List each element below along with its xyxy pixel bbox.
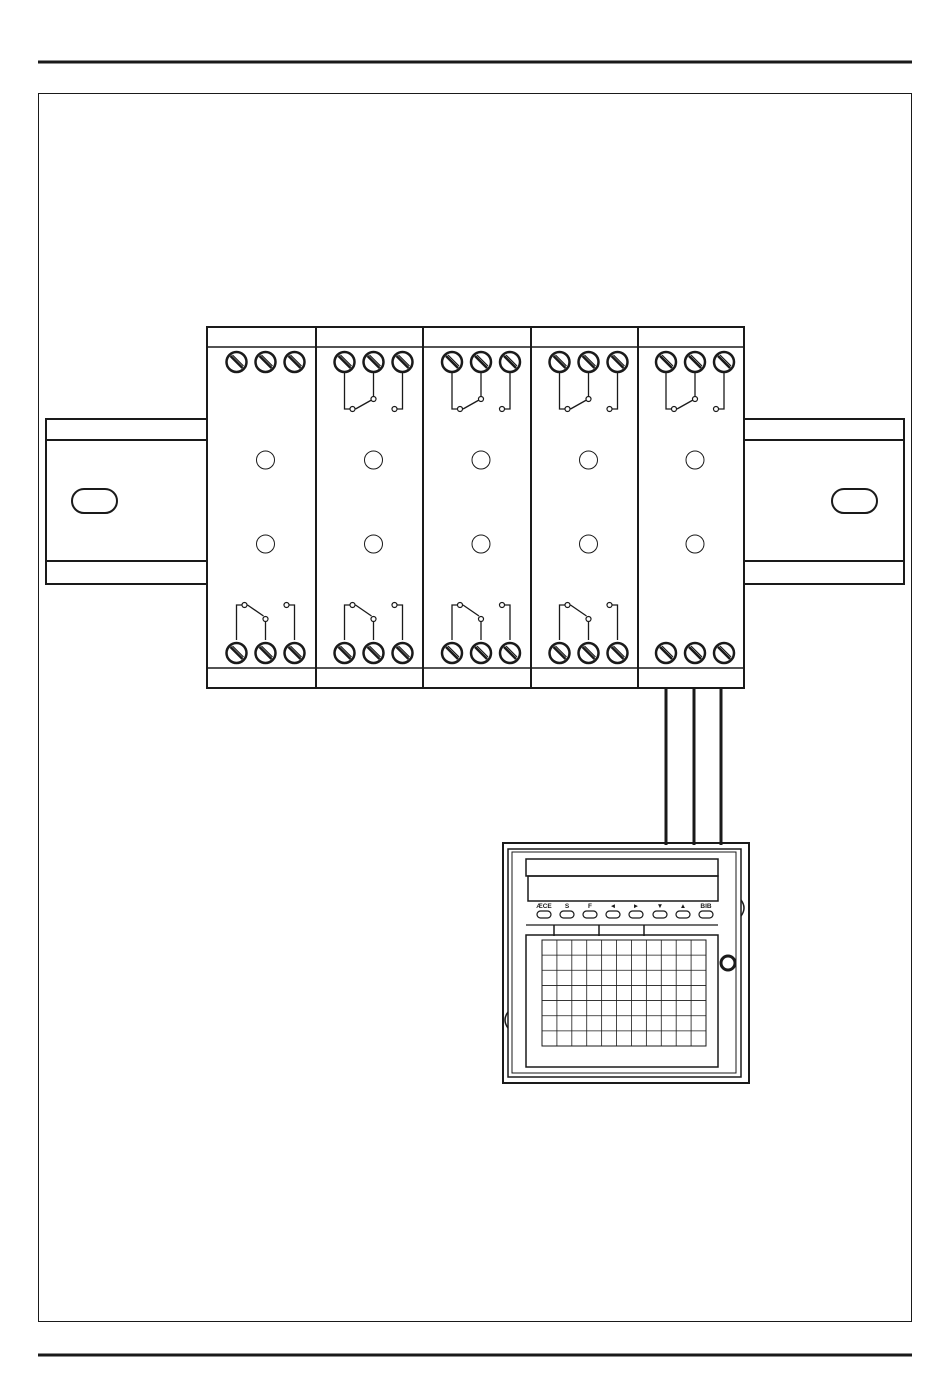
screw-terminal-icon[interactable] [714,352,734,372]
screw-terminal-icon[interactable] [579,643,599,663]
key-label: ► [633,903,639,910]
status-led-icon [686,451,704,469]
key-button[interactable] [629,911,643,918]
status-led-icon [257,451,275,469]
key-label: ÆCE [536,903,552,910]
keypad: ÆCE S F ◄ ► ▼ ▲ BIB [526,903,718,936]
keypad-key[interactable]: S [560,903,574,918]
screw-terminal-icon[interactable] [393,643,413,663]
relay-module-1 [207,327,316,688]
key-button[interactable] [560,911,574,918]
screw-terminal-icon[interactable] [393,352,413,372]
screw-terminal-icon[interactable] [256,643,276,663]
screw-terminal-icon[interactable] [579,352,599,372]
screw-terminal-icon[interactable] [364,643,384,663]
key-button[interactable] [583,911,597,918]
screw-terminal-icon[interactable] [714,643,734,663]
relay-module-4 [531,327,638,688]
status-led-icon [365,451,383,469]
screw-terminal-icon[interactable] [442,352,462,372]
display-top-band [526,859,718,876]
relay-module-2 [316,327,423,688]
screw-terminal-icon[interactable] [227,352,247,372]
screw-terminal-icon[interactable] [335,352,355,372]
mounting-slot-left [72,489,117,513]
key-label: S [565,903,570,910]
screw-terminal-icon[interactable] [656,643,676,663]
relay-module-3 [423,327,531,688]
relay-module-row [207,327,744,688]
key-label: BIB [700,903,712,910]
keypad-key[interactable]: ÆCE [536,903,552,918]
screw-terminal-icon[interactable] [550,643,570,663]
screw-terminal-icon[interactable] [364,352,384,372]
status-led-icon [365,535,383,553]
screw-terminal-icon[interactable] [285,352,305,372]
din-rail-right [744,419,904,584]
key-button[interactable] [653,911,667,918]
key-label: ▲ [680,903,686,910]
display-window [528,876,718,901]
control-cable [666,688,721,845]
figure-frame [39,94,912,1322]
screw-terminal-icon[interactable] [550,352,570,372]
status-led-icon [580,451,598,469]
screw-terminal-icon[interactable] [256,352,276,372]
screw-terminal-icon[interactable] [608,643,628,663]
keypad-key[interactable]: BIB [699,903,713,918]
key-button[interactable] [606,911,620,918]
key-label: ▼ [657,903,663,910]
keypad-key[interactable]: ◄ [606,903,620,918]
relay-module-5 [638,327,744,688]
screw-terminal-icon[interactable] [500,643,520,663]
screw-terminal-icon[interactable] [685,643,705,663]
key-button[interactable] [699,911,713,918]
key-label: F [588,903,592,910]
screw-terminal-icon[interactable] [442,643,462,663]
key-button[interactable] [537,911,551,918]
screw-terminal-icon[interactable] [471,352,491,372]
keypad-key[interactable]: ▼ [653,903,667,918]
screw-terminal-icon[interactable] [471,643,491,663]
status-led-icon [472,451,490,469]
status-led-icon [686,535,704,553]
screw-terminal-icon[interactable] [285,643,305,663]
controller-bezel-inner [512,852,736,1073]
controller-housing [503,843,749,1083]
key-label: ◄ [610,903,616,910]
din-rail-left [46,419,208,584]
mounting-slot-right [832,489,877,513]
status-led-icon [257,535,275,553]
screw-terminal-icon[interactable] [335,643,355,663]
key-icon[interactable] [721,956,735,970]
screw-terminal-icon[interactable] [685,352,705,372]
key-button[interactable] [676,911,690,918]
screw-terminal-icon[interactable] [656,352,676,372]
controller-unit: ÆCE S F ◄ ► ▼ ▲ BIB [503,843,749,1083]
keypad-key[interactable]: ▲ [676,903,690,918]
keypad-key[interactable]: F [583,903,597,918]
screw-terminal-icon[interactable] [227,643,247,663]
schedule-grid [542,940,706,1046]
keypad-key[interactable]: ► [629,903,643,918]
status-led-icon [580,535,598,553]
screw-terminal-icon[interactable] [608,352,628,372]
screw-terminal-icon[interactable] [500,352,520,372]
status-led-icon [472,535,490,553]
